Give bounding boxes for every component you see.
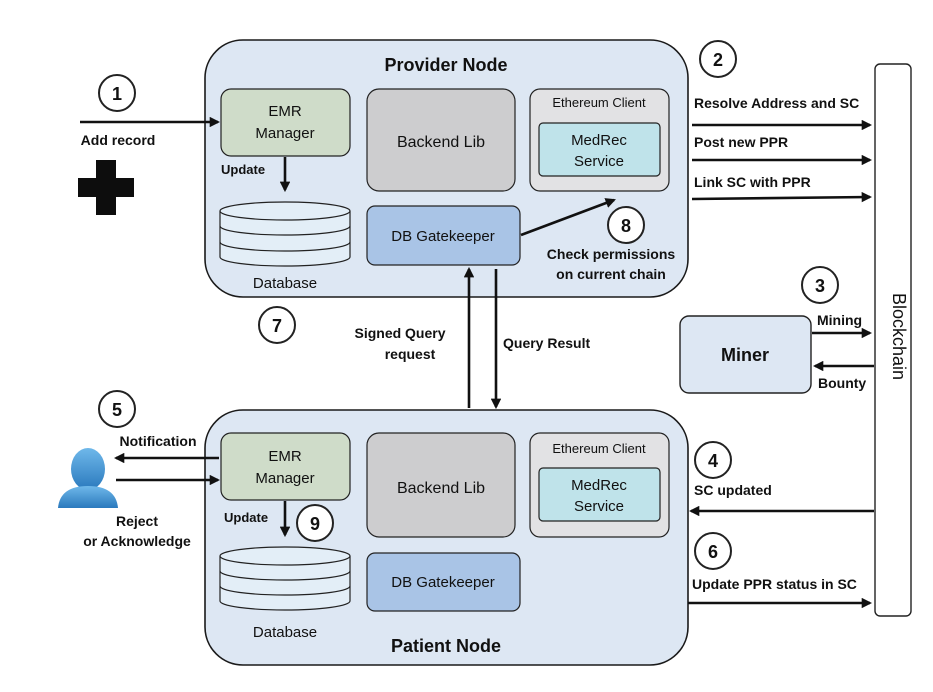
svg-text:7: 7 — [272, 316, 282, 336]
patient-backend-label: Backend Lib — [397, 480, 485, 497]
svg-text:4: 4 — [708, 451, 718, 471]
patient-emr-label-1: EMR — [268, 448, 302, 465]
provider-ethereum-client: Ethereum Client MedRec Service — [529, 88, 670, 192]
bounty-label: Bounty — [818, 375, 866, 391]
svg-text:6: 6 — [708, 542, 718, 562]
patient-update-label: Update — [224, 510, 268, 525]
check-permissions-label-1: Check permissions — [547, 246, 676, 262]
patient-medrec-service — [538, 467, 661, 522]
patient-node-title: Patient Node — [391, 636, 501, 656]
sc-updated-label: SC updated — [694, 482, 772, 498]
patient-medrec-label-2: Service — [574, 498, 624, 515]
svg-text:9: 9 — [310, 514, 320, 534]
patient-backend-lib: Backend Lib — [366, 432, 516, 538]
acknowledge-label: or Acknowledge — [83, 533, 191, 549]
step-8-circle: 8 — [607, 206, 645, 244]
plus-icon — [78, 160, 134, 215]
provider-emr-manager: EMR Manager — [220, 88, 351, 157]
provider-gatekeeper-label: DB Gatekeeper — [391, 228, 494, 245]
patient-database-label: Database — [253, 624, 317, 641]
provider-emr-label-1: EMR — [268, 103, 302, 120]
patient-ethereum-client: Ethereum Client MedRec Service — [529, 432, 670, 538]
step-9-circle: 9 — [296, 504, 334, 542]
check-permissions-label-2: on current chain — [556, 266, 666, 282]
step-2-circle: 2 — [699, 40, 737, 78]
provider-medrec-label-2: Service — [574, 153, 624, 170]
user-icon — [58, 448, 118, 508]
provider-update-label: Update — [221, 162, 265, 177]
resolve-label: Resolve Address and SC — [694, 95, 859, 111]
svg-text:1: 1 — [112, 84, 122, 104]
patient-gatekeeper-label: DB Gatekeeper — [391, 574, 494, 591]
signed-query-label-1: Signed Query — [354, 325, 445, 341]
check-permissions-arrow — [520, 198, 616, 237]
step-3-circle: 3 — [801, 266, 839, 304]
patient-database: Database — [219, 546, 351, 641]
provider-backend-lib: Backend Lib — [366, 88, 516, 192]
provider-backend-label: Backend Lib — [397, 134, 485, 151]
provider-medrec-label-1: MedRec — [571, 132, 627, 149]
provider-ethereum-label: Ethereum Client — [552, 95, 646, 110]
patient-db-gatekeeper: DB Gatekeeper — [366, 552, 521, 612]
add-record-label: Add record — [81, 132, 156, 148]
svg-text:2: 2 — [713, 50, 723, 70]
notification-label: Notification — [120, 433, 197, 449]
blockchain: Blockchain — [874, 63, 912, 617]
provider-node: Provider Node EMR Manager Backend Lib Et… — [204, 39, 689, 298]
patient-node: Patient Node EMR Manager Backend Lib Eth… — [204, 409, 689, 666]
link-sc-label: Link SC with PPR — [694, 174, 811, 190]
provider-database: Database — [219, 201, 351, 292]
patient-emr-label-2: Manager — [255, 470, 314, 487]
provider-node-title: Provider Node — [384, 55, 507, 75]
svg-text:8: 8 — [621, 216, 631, 236]
query-result-label: Query Result — [503, 335, 590, 351]
miner: Miner — [679, 315, 812, 394]
patient-ethereum-label: Ethereum Client — [552, 441, 646, 456]
step-1-circle: 1 — [98, 74, 136, 112]
step-7-circle: 7 — [258, 306, 296, 344]
post-ppr-label: Post new PPR — [694, 134, 788, 150]
provider-db-gatekeeper: DB Gatekeeper — [366, 205, 521, 266]
miner-label: Miner — [721, 345, 769, 365]
patient-medrec-label-1: MedRec — [571, 477, 627, 494]
signed-query-label-2: request — [385, 346, 436, 362]
link-sc-arrow — [691, 191, 873, 203]
provider-medrec-service — [538, 122, 661, 177]
svg-text:5: 5 — [112, 400, 122, 420]
update-status-label: Update PPR status in SC — [692, 576, 857, 592]
reject-label: Reject — [116, 513, 158, 529]
patient-emr-manager: EMR Manager — [220, 432, 351, 501]
provider-emr-label-2: Manager — [255, 125, 314, 142]
blockchain-label: Blockchain — [889, 293, 909, 380]
step-4-circle: 4 — [694, 441, 732, 479]
provider-database-label: Database — [253, 275, 317, 292]
step-6-circle: 6 — [694, 532, 732, 570]
svg-text:3: 3 — [815, 276, 825, 296]
step-5-circle: 5 — [98, 390, 136, 428]
mining-label: Mining — [817, 312, 862, 328]
